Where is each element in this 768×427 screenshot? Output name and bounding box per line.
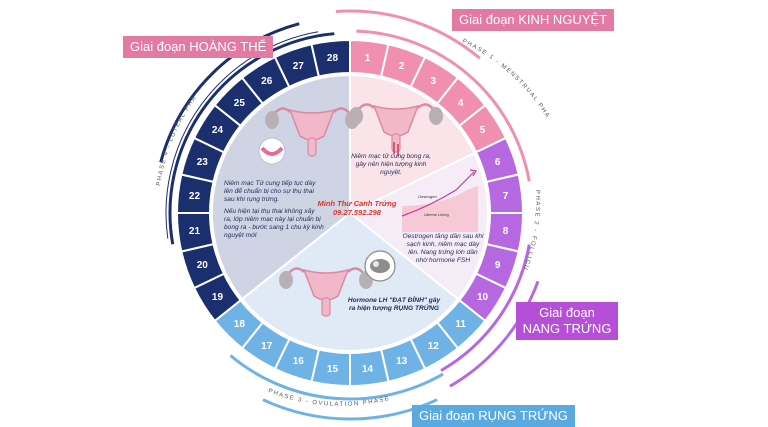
arc-follicular-outer [449, 280, 540, 388]
day-number-7: 7 [503, 191, 509, 202]
watermark-phone: 09.27.592.298 [333, 208, 381, 217]
phase-label-follicular: Giai đoạn NANG TRỨNG [516, 302, 618, 340]
day-number-4: 4 [458, 98, 464, 109]
phase-label-menstrual: Giai đoạn KINH NGUYỆT [452, 9, 615, 31]
day-number-11: 11 [455, 319, 466, 330]
day-number-22: 22 [189, 191, 201, 202]
day-number-1: 1 [365, 53, 371, 64]
graph-label-oestrogen: Oestrogen [418, 194, 437, 199]
note-follicular: Oestrogen tăng dần sau khi sạch kinh, ni… [402, 233, 484, 264]
arc-ovulation [229, 354, 444, 401]
day-number-17: 17 [261, 341, 273, 352]
day-number-16: 16 [293, 356, 305, 367]
day-number-5: 5 [480, 125, 486, 136]
phase-outer-arcs [159, 9, 540, 421]
sector-ovulation [240, 211, 460, 353]
day-number-6: 6 [495, 157, 501, 168]
day-number-23: 23 [197, 157, 209, 168]
day-number-2: 2 [399, 61, 405, 72]
note-luteal-1: Niêm mạc Tử cung tiếp tục dày lên để chu… [224, 180, 316, 203]
arc-luteal-inner [165, 31, 319, 239]
day-number-25: 25 [234, 98, 246, 109]
day-ring: 1234567891011121314151617181920212223242… [175, 38, 525, 388]
arc-follicular [440, 244, 531, 372]
ovary-closeup [364, 250, 396, 282]
day-number-10: 10 [477, 292, 489, 303]
day-number-19: 19 [212, 292, 224, 303]
uterus-wall-closeup [258, 137, 286, 165]
day-cell-28 [310, 38, 351, 78]
note-menstrual: Niêm mạc tử cung bong ra, gây nên hiện t… [351, 153, 431, 176]
day-number-27: 27 [293, 61, 305, 72]
note-luteal-2: Nếu hiện tại thụ thai không xảy ra, lớp … [224, 208, 324, 239]
day-number-28: 28 [327, 53, 339, 64]
uterus-illustration-ovulation [279, 267, 373, 317]
day-number-24: 24 [212, 125, 224, 136]
day-number-9: 9 [495, 260, 501, 271]
day-number-20: 20 [197, 260, 209, 271]
phase-label-ovulation: Giai đoạn RỤNG TRỨNG [412, 405, 575, 427]
arc-luteal-outer [159, 22, 300, 163]
watermark-name: Minh Thư Canh Trứng [317, 199, 397, 208]
day-number-21: 21 [189, 226, 201, 237]
phase-label-luteal: Giai đoạn HOÀNG THỂ [123, 36, 274, 58]
hormone-graph: Oestrogen Uterine Lining [401, 169, 478, 232]
day-number-15: 15 [327, 364, 339, 375]
day-number-26: 26 [261, 76, 273, 87]
day-number-3: 3 [430, 76, 436, 87]
arc-menstrual-outer [335, 9, 481, 60]
arc-menstrual [356, 29, 531, 182]
day-number-13: 13 [396, 356, 408, 367]
day-number-14: 14 [362, 364, 374, 375]
day-number-18: 18 [234, 319, 246, 330]
arc-luteal [168, 32, 335, 245]
note-ovulation: Hormone LH "ĐẠT ĐỈNH" gây ra hiện tượng … [347, 297, 441, 312]
graph-label-uterine-lining: Uterine Lining [424, 212, 449, 217]
day-number-8: 8 [503, 226, 509, 237]
uterus-illustration-luteal [265, 107, 359, 157]
arc-text-luteal: PHASE 4 - LUTEAL PHASE [0, 0, 198, 186]
day-number-12: 12 [428, 341, 440, 352]
